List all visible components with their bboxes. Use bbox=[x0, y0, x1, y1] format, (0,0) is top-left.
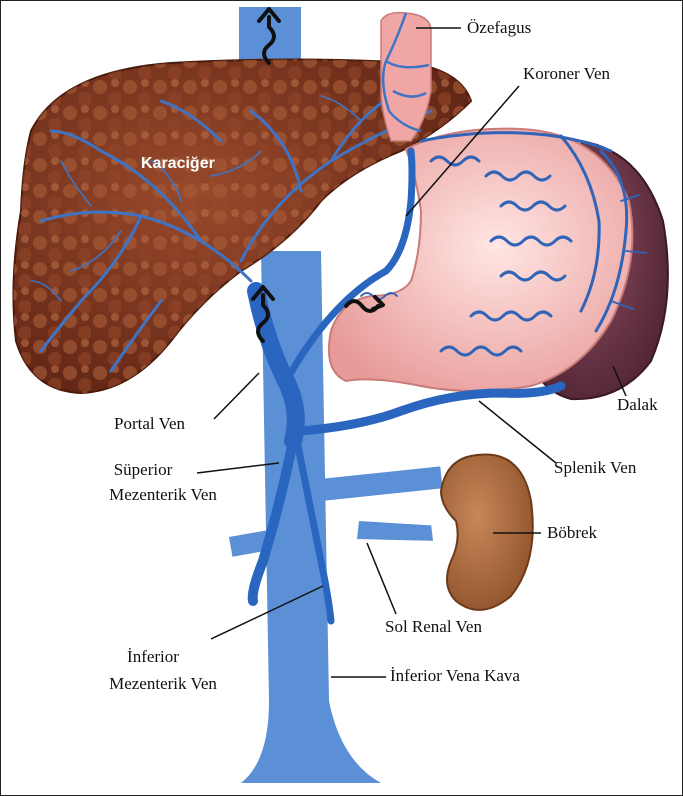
splenic-vein-label: Splenik Ven bbox=[554, 457, 636, 479]
inferior-mesenteric-vein-label-line1: İnferior bbox=[98, 646, 208, 668]
esophagus-label: Özefagus bbox=[467, 17, 531, 39]
liver-label: Karaciğer bbox=[141, 155, 215, 173]
portal-vein-label: Portal Ven bbox=[114, 413, 185, 435]
left-renal-vein-label: Sol Renal Ven bbox=[385, 616, 482, 638]
coronary-vein-label: Koroner Ven bbox=[523, 63, 610, 85]
spleen-label: Dalak bbox=[617, 394, 658, 416]
kidney-shape bbox=[431, 454, 533, 609]
inferior-mesenteric-vein-label-line2: Mezenterik Ven bbox=[83, 673, 243, 695]
kidney-label: Böbrek bbox=[547, 522, 597, 544]
superior-mesenteric-vein-label-line1: Süperior bbox=[83, 459, 203, 481]
inferior-vena-cava-label: İnferior Vena Kava bbox=[390, 665, 520, 687]
superior-mesenteric-vein-label-line2: Mezenterik Ven bbox=[83, 484, 243, 506]
